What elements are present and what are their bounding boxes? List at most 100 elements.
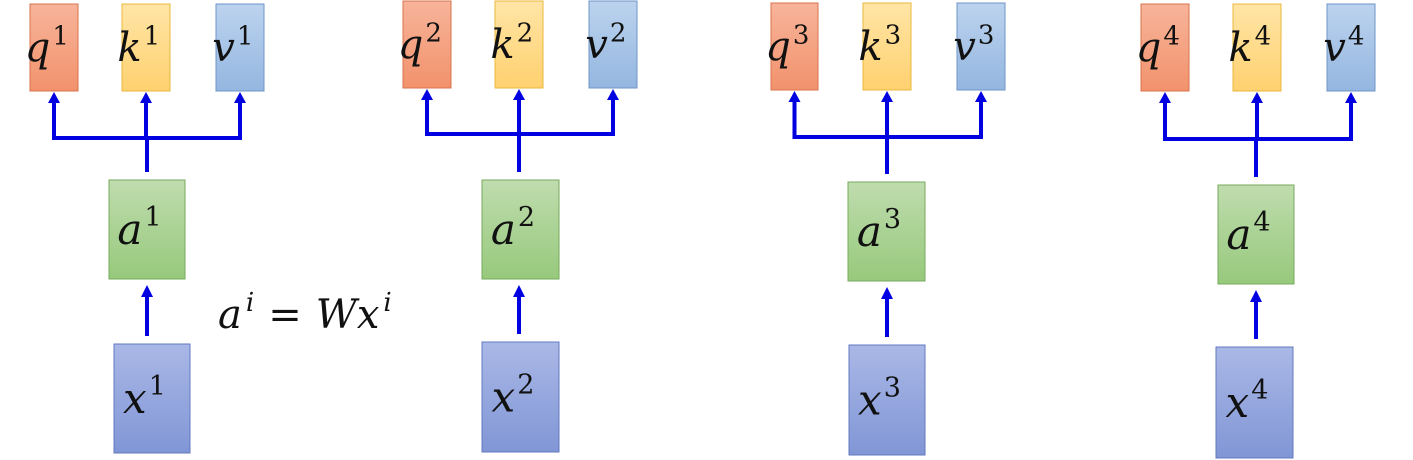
arrowhead-q-3 bbox=[788, 91, 801, 102]
a-box-3-index: 3 bbox=[884, 204, 901, 235]
a-box-1: a1 bbox=[108, 179, 186, 280]
x-box-3: x3 bbox=[848, 344, 926, 456]
svg-text:x1: x1 bbox=[123, 371, 166, 423]
a-box-4: a4 bbox=[1217, 184, 1295, 285]
svg-text:a1: a1 bbox=[117, 202, 161, 254]
k-box-4: k4 bbox=[1228, 3, 1282, 92]
a-box-2-label: a bbox=[491, 205, 516, 254]
v-box-4-label: v bbox=[1323, 25, 1346, 71]
a-box-1-index: 1 bbox=[144, 202, 161, 233]
arrowhead-q-2 bbox=[421, 89, 433, 100]
arrowhead-q-4 bbox=[1159, 92, 1171, 103]
v-box-3: v3 bbox=[953, 2, 1006, 91]
a-box-4-index: 4 bbox=[1253, 207, 1270, 238]
k-box-4-index: 4 bbox=[1255, 21, 1272, 51]
svg-text:k2: k2 bbox=[490, 18, 533, 68]
svg-text:k3: k3 bbox=[858, 20, 901, 70]
q-box-4: q4 bbox=[1136, 3, 1190, 92]
formula-equals: = bbox=[268, 292, 302, 338]
svg-text:k1: k1 bbox=[117, 21, 160, 71]
x-box-2-index: 2 bbox=[517, 370, 534, 401]
svg-text:a2: a2 bbox=[491, 202, 535, 254]
x-box-2: x2 bbox=[481, 341, 560, 453]
branch-arrows-2 bbox=[421, 89, 619, 334]
svg-text:ai=Wxi: ai=Wxi bbox=[218, 288, 392, 338]
k-box-1-label: k bbox=[117, 25, 141, 71]
k-box-3: k3 bbox=[858, 2, 912, 91]
v-box-2-label: v bbox=[585, 22, 608, 68]
branch-arrows-1 bbox=[48, 92, 246, 336]
k-box-2-label: k bbox=[490, 22, 514, 68]
q-box-2-index: 2 bbox=[425, 18, 442, 48]
svg-text:a4: a4 bbox=[1226, 207, 1270, 259]
arrowhead-a-2 bbox=[513, 285, 525, 297]
v-box-2: v2 bbox=[585, 0, 638, 89]
a-box-1-label: a bbox=[117, 205, 142, 254]
arrowhead-a-4 bbox=[1250, 290, 1262, 302]
a-box-4-label: a bbox=[1226, 210, 1251, 259]
x-box-1: x1 bbox=[113, 343, 191, 454]
v-box-3-index: 3 bbox=[978, 20, 995, 50]
q-box-3-index: 3 bbox=[793, 20, 810, 50]
k-box-3-index: 3 bbox=[885, 20, 902, 50]
svg-text:k4: k4 bbox=[1228, 21, 1271, 71]
a-box-2-index: 2 bbox=[518, 202, 535, 233]
q-box-1-index: 1 bbox=[52, 21, 69, 51]
formula-base-sup: i bbox=[246, 288, 254, 318]
k-box-2: k2 bbox=[490, 0, 544, 89]
svg-text:v2: v2 bbox=[585, 18, 626, 68]
svg-text:v4: v4 bbox=[1323, 21, 1364, 71]
x-box-3-index: 3 bbox=[884, 373, 901, 404]
svg-text:v1: v1 bbox=[212, 21, 253, 71]
arrowhead-k-3 bbox=[881, 91, 893, 102]
v-box-2-index: 2 bbox=[610, 18, 627, 48]
branch-arrows-3 bbox=[788, 91, 987, 337]
a-box-3: a3 bbox=[847, 181, 926, 282]
x-box-2-label: x bbox=[492, 372, 516, 421]
x-box-4: x4 bbox=[1215, 346, 1294, 459]
svg-text:q1: q1 bbox=[25, 21, 69, 71]
formula-base: a bbox=[218, 292, 242, 338]
q-box-3-label: q bbox=[765, 24, 791, 70]
a-box-2: a2 bbox=[481, 179, 560, 280]
q-box-2: q2 bbox=[398, 0, 452, 89]
q-box-4-index: 4 bbox=[1163, 21, 1180, 51]
x-box-3-label: x bbox=[858, 375, 882, 424]
x-box-1-label: x bbox=[123, 374, 147, 423]
q-box-1: q1 bbox=[25, 3, 79, 92]
svg-text:a3: a3 bbox=[857, 204, 901, 256]
formula-rhs-sup: i bbox=[383, 288, 391, 318]
arrowhead-k-1 bbox=[140, 92, 152, 103]
x-box-4-index: 4 bbox=[1251, 375, 1268, 406]
svg-text:x4: x4 bbox=[1226, 375, 1269, 427]
svg-text:q3: q3 bbox=[765, 20, 809, 70]
svg-text:x3: x3 bbox=[858, 373, 901, 425]
v-box-4-index: 4 bbox=[1348, 21, 1365, 51]
a-box-3-label: a bbox=[857, 207, 882, 256]
arrowhead-v-4 bbox=[1345, 92, 1357, 103]
v-box-4: v4 bbox=[1323, 3, 1376, 92]
k-box-4-label: k bbox=[1228, 25, 1252, 71]
q-box-3: q3 bbox=[765, 2, 819, 91]
v-box-1-label: v bbox=[212, 25, 235, 71]
v-box-1-index: 1 bbox=[237, 21, 254, 51]
arrowhead-v-1 bbox=[234, 92, 246, 103]
arrowhead-q-1 bbox=[48, 92, 60, 103]
arrowhead-k-2 bbox=[513, 89, 525, 100]
arrowhead-v-2 bbox=[607, 89, 619, 100]
k-box-2-index: 2 bbox=[517, 18, 534, 48]
v-box-3-label: v bbox=[953, 24, 976, 70]
svg-text:q4: q4 bbox=[1136, 21, 1180, 71]
formula-rhs: Wx bbox=[316, 292, 380, 338]
q-box-1-label: q bbox=[25, 25, 51, 71]
svg-text:v3: v3 bbox=[953, 20, 994, 70]
q-box-4-label: q bbox=[1136, 25, 1162, 71]
k-box-1-index: 1 bbox=[144, 21, 161, 51]
k-box-3-label: k bbox=[858, 24, 882, 70]
x-box-1-index: 1 bbox=[149, 371, 166, 402]
